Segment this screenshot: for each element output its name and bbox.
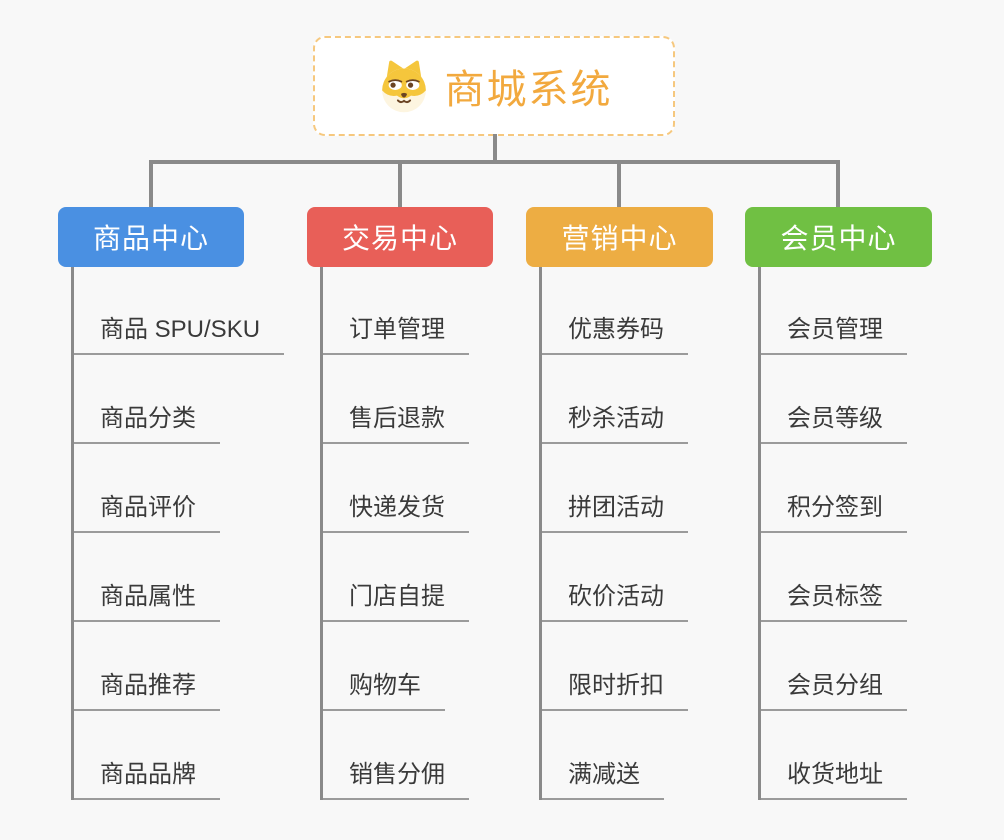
child-topic[interactable]: 商品评价 — [74, 493, 220, 533]
children-marketing-center: 优惠券码 秒杀活动 拼团活动 砍价活动 限时折扣 满减送 — [539, 267, 789, 800]
connector-stub-product — [149, 160, 153, 207]
child-topic[interactable]: 拼团活动 — [542, 493, 688, 533]
children-product-center: 商品 SPU/SKU 商品分类 商品评价 商品属性 商品推荐 商品品牌 — [71, 267, 321, 800]
child-topic[interactable]: 满减送 — [542, 760, 664, 800]
child-topic[interactable]: 限时折扣 — [542, 671, 688, 711]
child-topic[interactable]: 售后退款 — [323, 404, 469, 444]
branch-label: 营销中心 — [561, 223, 678, 254]
branch-label: 会员中心 — [780, 223, 897, 254]
child-topic[interactable]: 会员等级 — [761, 404, 907, 444]
child-topic[interactable]: 砍价活动 — [542, 582, 688, 622]
child-topic[interactable]: 商品分类 — [74, 404, 220, 444]
branch-label: 交易中心 — [341, 223, 458, 254]
children-trade-center: 订单管理 售后退款 快递发货 门店自提 购物车 销售分佣 — [320, 267, 570, 800]
connector-horizontal — [149, 160, 840, 164]
child-topic[interactable]: 会员标签 — [761, 582, 907, 622]
branch-node-trade-center[interactable]: 交易中心 — [307, 207, 493, 267]
child-topic[interactable]: 会员分组 — [761, 671, 907, 711]
child-topic[interactable]: 积分签到 — [761, 493, 907, 533]
child-topic[interactable]: 秒杀活动 — [542, 404, 688, 444]
child-topic[interactable]: 商品品牌 — [74, 760, 220, 800]
child-topic[interactable]: 销售分佣 — [323, 760, 469, 800]
branch-label: 商品中心 — [92, 223, 209, 254]
child-topic[interactable]: 快递发货 — [323, 493, 469, 533]
child-topic[interactable]: 购物车 — [323, 671, 445, 711]
connector-root-vertical — [493, 134, 497, 162]
connector-stub-member — [836, 160, 840, 207]
child-topic[interactable]: 优惠券码 — [542, 315, 688, 355]
shiba-dog-icon — [376, 58, 432, 114]
children-member-center: 会员管理 会员等级 积分签到 会员标签 会员分组 收货地址 — [758, 267, 1004, 800]
child-topic[interactable]: 会员管理 — [761, 315, 907, 355]
child-topic[interactable]: 商品推荐 — [74, 671, 220, 711]
child-topic[interactable]: 商品 SPU/SKU — [74, 315, 285, 355]
child-topic[interactable]: 收货地址 — [761, 760, 907, 800]
root-node[interactable]: 商城系统 — [313, 36, 675, 136]
branch-node-product-center[interactable]: 商品中心 — [58, 207, 244, 267]
child-topic[interactable]: 商品属性 — [74, 582, 220, 622]
branch-node-member-center[interactable]: 会员中心 — [745, 207, 932, 267]
branch-node-marketing-center[interactable]: 营销中心 — [526, 207, 713, 267]
connector-stub-trade — [398, 160, 402, 207]
child-topic[interactable]: 订单管理 — [323, 315, 469, 355]
connector-stub-marketing — [617, 160, 621, 207]
root-title: 商城系统 — [444, 68, 613, 112]
child-topic[interactable]: 门店自提 — [323, 582, 469, 622]
